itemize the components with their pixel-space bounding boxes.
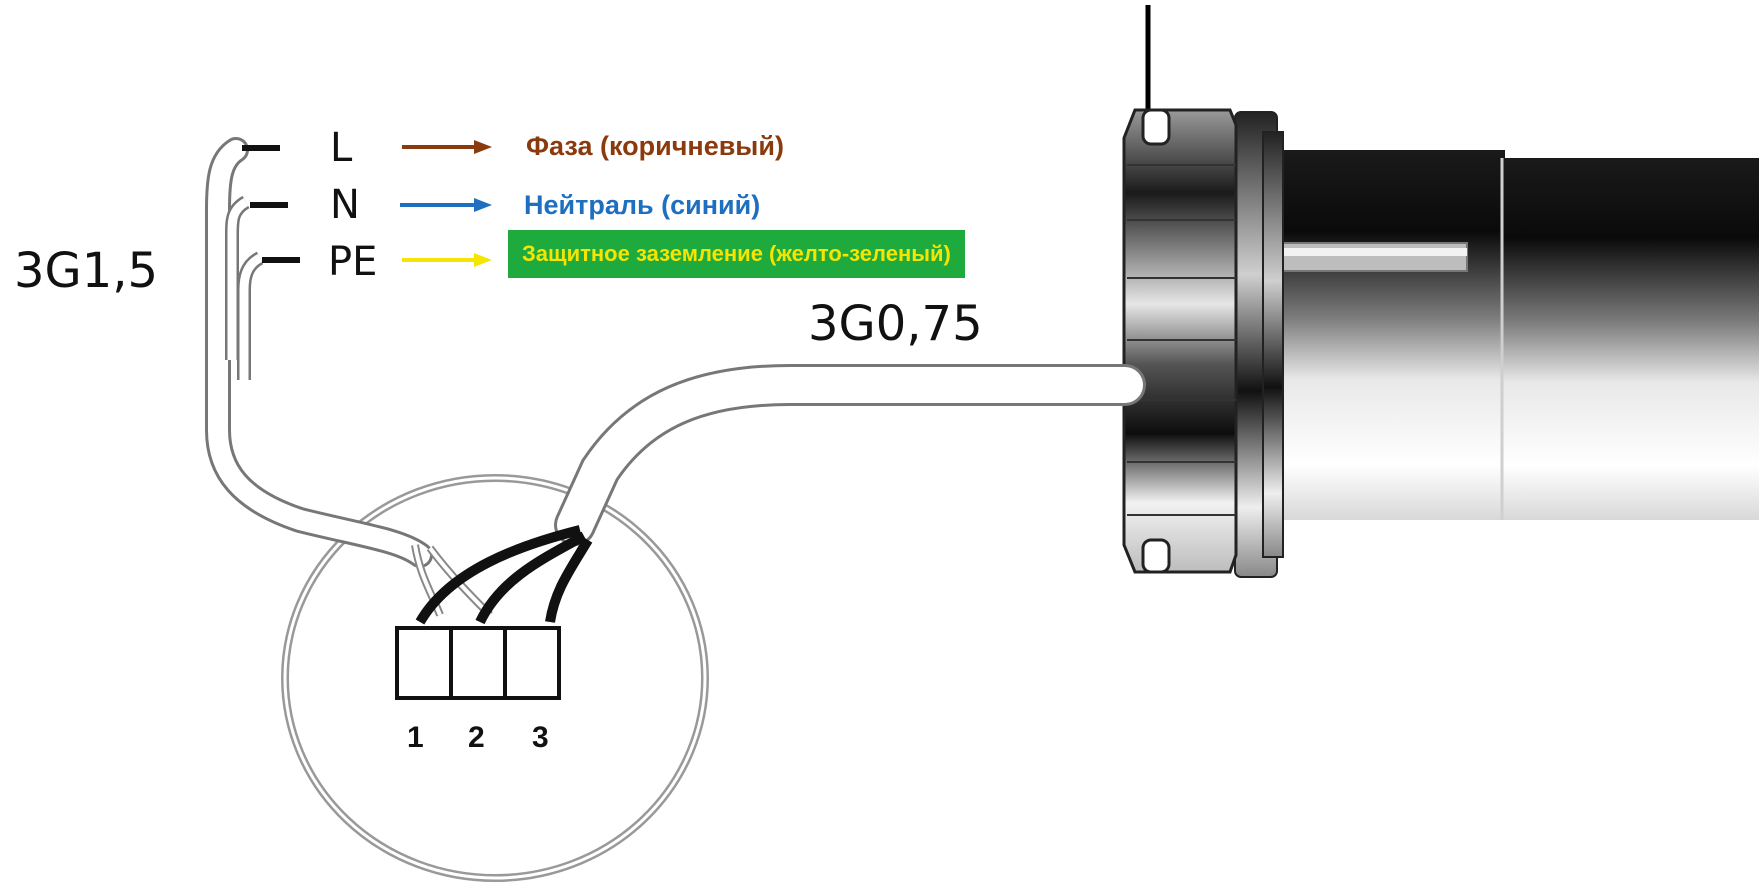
terminal-number-2: 2	[468, 721, 485, 754]
terminal-number-1: 1	[407, 721, 424, 754]
arrow-N	[400, 198, 492, 212]
supply-cable	[205, 137, 433, 568]
wire-description-L: Фаза (коричневый)	[526, 131, 784, 161]
wire-description-PE: Защитное заземление (желто-зеленый)	[508, 230, 965, 278]
motor-cable-label: 3G0,75	[808, 296, 983, 352]
junction-box	[281, 474, 709, 882]
terminal-block	[395, 626, 561, 700]
wire-code-L: L	[330, 125, 353, 171]
legend-arrows	[400, 140, 492, 267]
wire-code-N: N	[330, 182, 360, 228]
motor-cable	[554, 364, 1146, 546]
supply-cable-label: 3G1,5	[14, 243, 159, 299]
arrow-PE	[402, 253, 492, 267]
arrow-L	[402, 140, 492, 154]
wire-tails	[242, 145, 300, 263]
conductors	[411, 525, 593, 625]
wire-code-PE: PE	[328, 239, 378, 285]
terminal-number-3: 3	[532, 721, 549, 754]
wire-description-N: Нейтраль (синий)	[524, 190, 761, 220]
motor-head	[1122, 108, 1238, 574]
motor-tube	[1265, 150, 1759, 520]
motor-collar	[1234, 111, 1284, 578]
